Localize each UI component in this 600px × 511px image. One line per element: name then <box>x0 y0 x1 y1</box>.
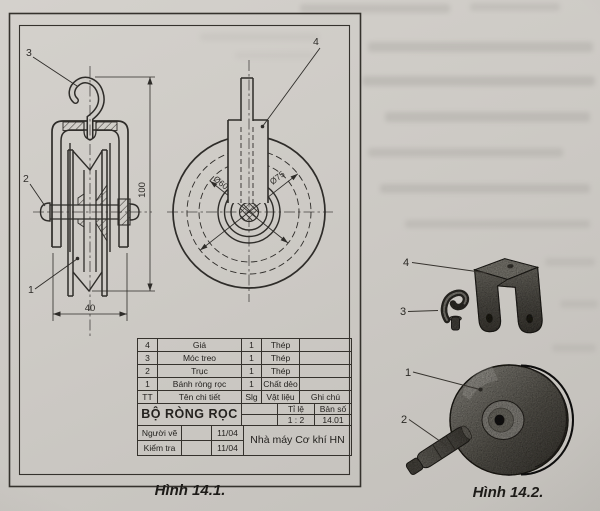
bracket-pictorial <box>473 258 543 334</box>
part-material: Thép <box>261 351 300 365</box>
empty-cell <box>181 425 212 441</box>
parts-list-table: 4 Giá 1 Thép 3 Móc treo 1 Thép 2 Trục 1 … <box>137 338 352 404</box>
bleed-through-text <box>362 76 595 86</box>
callout-1-exploded: 1 <box>405 367 411 379</box>
exploded-view <box>405 258 574 476</box>
company-name: Nhà máy Cơ khí HN <box>243 425 352 456</box>
drawing-frame <box>8 12 362 488</box>
hook-section <box>68 76 105 141</box>
drawn-date: 11/04 <box>211 425 244 441</box>
part-number: 1 <box>137 377 158 391</box>
bleed-through-text <box>368 42 593 52</box>
exploded-view-leaders <box>407 262 488 447</box>
part-qty: 1 <box>241 338 262 352</box>
table-row: 3 Móc treo 1 Thép <box>137 351 352 365</box>
dia-75-text: Ø75 <box>268 169 287 187</box>
part-qty: 1 <box>241 364 262 378</box>
checked-date: 11/04 <box>211 440 244 456</box>
table-row: 1 Bánh ròng rọc 1 Chất dẻo <box>137 377 352 391</box>
header-name: Tên chi tiết <box>157 390 242 404</box>
wheel-pictorial <box>449 364 574 476</box>
bleed-through-text <box>300 4 450 13</box>
callout-2: 2 <box>23 173 29 185</box>
figure-14-2-caption: Hình 14.2. <box>472 484 544 501</box>
bleed-through-text <box>560 300 598 308</box>
part-name: Bánh ròng rọc <box>157 377 242 391</box>
part-name: Móc treo <box>157 351 242 365</box>
callout-4: 4 <box>313 36 319 48</box>
part-note <box>299 351 352 365</box>
callout-leader-4 <box>260 47 321 129</box>
dim-100-text: 100 <box>137 182 148 198</box>
part-material: Thép <box>261 364 300 378</box>
hook-shank-front <box>240 77 254 121</box>
part-qty: 1 <box>241 377 262 391</box>
bleed-through-text <box>235 52 315 59</box>
callout-1: 1 <box>28 284 34 296</box>
bleed-through-text <box>200 33 320 41</box>
bleed-through-text <box>545 258 595 266</box>
dimension-40 <box>52 253 128 321</box>
axle-section <box>39 198 140 226</box>
part-material: Chất dẻo <box>261 377 300 391</box>
signature-block-table: Người vẽ 11/04 Nhà máy Cơ khí HN Kiểm tr… <box>137 425 352 456</box>
axle-pictorial <box>405 425 472 475</box>
header-qty: Slg <box>241 390 262 404</box>
bleed-through-text <box>470 3 560 11</box>
scale-label: Tỉ lệ <box>277 403 315 415</box>
pulley-section-view <box>29 56 155 336</box>
pulley-wheel-section <box>67 149 108 297</box>
part-number: 2 <box>137 364 158 378</box>
table-row: 4 Giá 1 Thép <box>137 338 352 352</box>
centerline <box>167 60 333 302</box>
sheet-value: 14.01 <box>314 414 352 426</box>
centerline <box>33 66 152 336</box>
bleed-through-text <box>385 112 590 122</box>
callout-2-exploded: 2 <box>401 414 407 426</box>
table-row: 2 Trục 1 Thép <box>137 364 352 378</box>
header-note: Ghi chú <box>299 390 352 404</box>
callout-leaders-side <box>29 56 80 290</box>
scale-value: 1 : 2 <box>277 414 315 426</box>
header-tt: TT <box>137 390 158 404</box>
hook-pictorial <box>440 289 470 331</box>
part-qty: 1 <box>241 351 262 365</box>
callout-3: 3 <box>26 47 32 59</box>
bleed-through-text <box>368 148 563 157</box>
bleed-through-text <box>552 344 596 352</box>
dimension-100 <box>92 76 155 292</box>
empty-cell <box>241 403 278 415</box>
part-note <box>299 364 352 378</box>
dim-40-text: 40 <box>85 303 96 314</box>
drawing-title: BỘ RÒNG RỌC <box>137 403 242 426</box>
sheet-label: Bản số <box>314 403 352 415</box>
drawn-by-label: Người vẽ <box>137 425 182 441</box>
figure-14-1-caption: Hình 14.1. <box>154 482 226 499</box>
bleed-through-text <box>405 220 590 228</box>
bracket-front <box>227 119 269 203</box>
part-note <box>299 377 352 391</box>
part-note <box>299 338 352 352</box>
header-material: Vật liệu <box>261 390 300 404</box>
table-header-row: TT Tên chi tiết Slg Vật liệu Ghi chú <box>137 390 352 404</box>
callout-4-exploded: 4 <box>403 257 409 269</box>
empty-cell <box>181 440 212 456</box>
bleed-through-text <box>380 184 590 193</box>
pulley-front-view <box>167 47 333 302</box>
part-number: 4 <box>137 338 158 352</box>
part-name: Trục <box>157 364 242 378</box>
part-number: 3 <box>137 351 158 365</box>
callout-3-exploded: 3 <box>400 306 406 318</box>
part-material: Thép <box>261 338 300 352</box>
part-name: Giá <box>157 338 242 352</box>
checked-by-label: Kiểm tra <box>137 440 182 456</box>
title-block-table: BỘ RÒNG RỌC Tỉ lệ Bản số 1 : 2 14.01 <box>137 403 352 426</box>
empty-cell <box>241 414 278 426</box>
